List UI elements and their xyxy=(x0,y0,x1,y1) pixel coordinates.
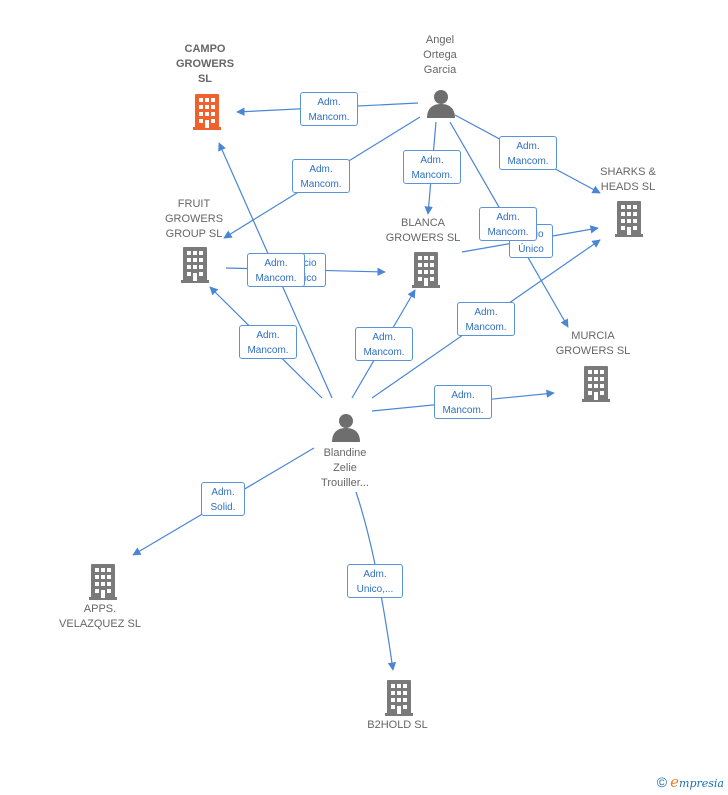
building-icon[interactable] xyxy=(193,94,221,130)
edge-label-adm-mancom[interactable]: Adm. Mancom. xyxy=(355,327,413,361)
node-label-angel-ortega[interactable]: Angel Ortega Garcia xyxy=(423,34,457,76)
node-label-sharks-heads[interactable]: SHARKS & HEADS SL xyxy=(600,166,656,193)
node-label-blanca-growers[interactable]: BLANCA GROWERS SL xyxy=(385,217,461,244)
building-icon[interactable] xyxy=(385,680,413,716)
node-label-blandine-zelie[interactable]: Blandine Zelie Trouiller... xyxy=(321,447,369,489)
edge-label-adm-mancom[interactable]: Adm. Mancom. xyxy=(239,325,297,359)
edge-label-adm-mancom[interactable]: Adm. Mancom. xyxy=(479,207,537,241)
node-label-campo-growers[interactable]: CAMPO GROWERS SL xyxy=(175,43,235,85)
building-icon[interactable] xyxy=(89,564,117,600)
edge-label-adm-mancom[interactable]: Adm. Mancom. xyxy=(292,159,350,193)
person-icon[interactable] xyxy=(332,414,360,442)
edge-label-adm-mancom[interactable]: Adm. Mancom. xyxy=(403,150,461,184)
node-label-b2hold[interactable]: B2HOLD SL xyxy=(367,719,428,731)
edge-label-adm-mancom[interactable]: Adm. Mancom. xyxy=(300,92,358,126)
copyright-icon: © xyxy=(656,774,668,790)
node-label-fruit-growers[interactable]: FRUIT GROWERS GROUP SL xyxy=(164,198,224,240)
edge-label-adm-mancom[interactable]: Adm. Mancom. xyxy=(247,253,305,287)
building-icon[interactable] xyxy=(181,247,209,283)
building-icon[interactable] xyxy=(412,252,440,288)
edge-label-adm-mancom[interactable]: Adm. Mancom. xyxy=(457,302,515,336)
edge-label-adm-unico[interactable]: Adm. Unico,... xyxy=(347,564,403,598)
person-icon[interactable] xyxy=(427,90,455,118)
node-label-murcia-growers[interactable]: MURCIA GROWERS SL xyxy=(555,330,631,357)
edge-label-adm-mancom[interactable]: Adm. Mancom. xyxy=(434,385,492,419)
brand-footer: © empresia xyxy=(657,773,724,791)
brand-logo-initial: e xyxy=(670,773,680,791)
node-label-apps-velazquez[interactable]: APPS. VELAZQUEZ SL xyxy=(59,603,141,630)
building-icon[interactable] xyxy=(615,201,643,237)
building-icon[interactable] xyxy=(582,366,610,402)
edge-label-adm-solid[interactable]: Adm. Solid. xyxy=(201,482,245,516)
edge-label-adm-mancom[interactable]: Adm. Mancom. xyxy=(499,136,557,170)
brand-logo-text: mpresia xyxy=(679,777,724,790)
